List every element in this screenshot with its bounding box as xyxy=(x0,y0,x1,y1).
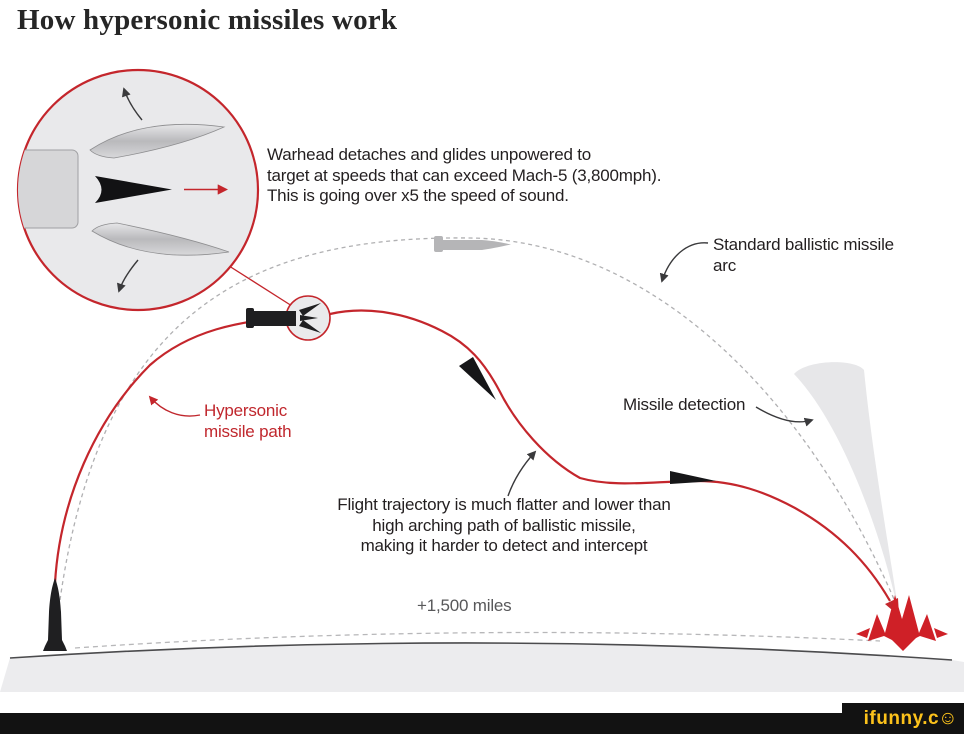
hypersonic-label-arrow xyxy=(148,395,201,417)
trajectory-label-arrow xyxy=(507,450,537,497)
page-title: How hypersonic missiles work xyxy=(17,4,398,36)
footer-bar xyxy=(0,713,964,734)
hypersonic-ascent-path xyxy=(53,315,291,584)
glider-descending xyxy=(459,357,496,400)
explosion-spark-left xyxy=(856,628,870,638)
distance-label: +1,500 miles xyxy=(417,596,512,615)
explosion-diamond xyxy=(889,623,917,651)
detection-cone xyxy=(794,362,899,614)
ballistic-arc xyxy=(59,237,898,607)
ballistic-label-arrow xyxy=(659,242,709,283)
warhead-glider xyxy=(95,176,172,203)
hypersonic-glide-path xyxy=(329,309,891,602)
ifunny-logo: ifunny.c☺ xyxy=(864,708,958,730)
watermark-plate: ifunny.c☺ xyxy=(842,703,964,734)
missile-detection-label: Missile detection xyxy=(623,395,746,414)
explosion-spark-right xyxy=(934,628,948,638)
launch-missile xyxy=(43,578,67,651)
detection-label-arrow xyxy=(755,406,814,427)
fairing-arrow-bottom xyxy=(116,259,139,293)
payload-fairing-top xyxy=(89,123,226,159)
range-dashed-line xyxy=(74,631,881,649)
booster-stage xyxy=(18,149,79,229)
ground-fill xyxy=(0,642,964,692)
ballistic-missile xyxy=(434,236,511,252)
trajectory-note-label: Flight trajectory is much flatter and lo… xyxy=(337,495,671,556)
smiley-icon: ☺ xyxy=(938,708,958,729)
ground-line xyxy=(9,642,953,661)
ballistic-arc-label: Standard ballistic missile arc xyxy=(713,235,894,275)
separation-inset xyxy=(16,68,260,312)
hypersonic-path-label: Hypersonic missile path xyxy=(204,401,292,441)
separation-missile xyxy=(246,295,331,341)
warhead-note-label: Warhead detaches and glides unpowered to… xyxy=(267,145,662,206)
explosion xyxy=(856,595,948,651)
inset-callout-line xyxy=(225,263,293,307)
glider-cruising xyxy=(670,471,716,484)
payload-fairing-bottom xyxy=(91,222,230,256)
fairing-arrow-top xyxy=(121,87,143,121)
ifunny-logo-text: ifunny.c xyxy=(863,707,940,729)
